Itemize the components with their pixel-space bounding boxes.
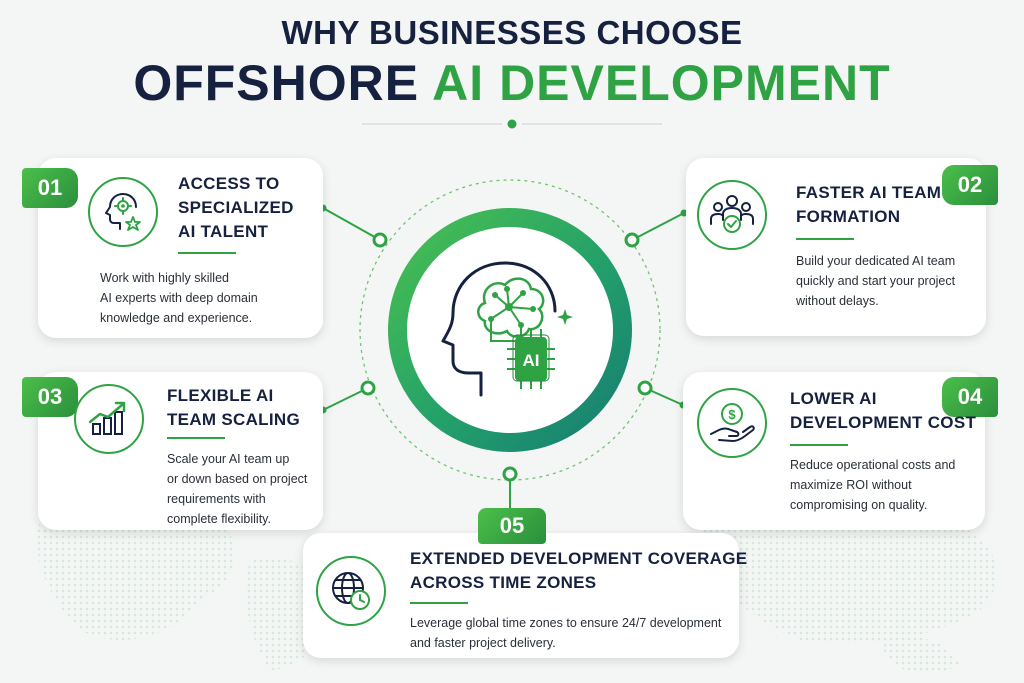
headline-ai-development: AI DEVELOPMENT bbox=[432, 55, 891, 111]
card-04-underline bbox=[790, 444, 848, 446]
badge-01: 01 bbox=[22, 168, 78, 208]
card-03-desc-line: requirements with bbox=[167, 492, 266, 506]
headline-line-2: OFFSHORE AI DEVELOPMENT bbox=[0, 54, 1024, 112]
card-01-desc-line: Work with highly skilled bbox=[100, 271, 229, 285]
card-05-title-line: EXTENDED DEVELOPMENT COVERAGE bbox=[410, 549, 748, 568]
card-02-desc-line: Build your dedicated AI team bbox=[796, 254, 956, 268]
card-05-desc-line: and faster project delivery. bbox=[410, 636, 556, 650]
headline-offshore: OFFSHORE bbox=[133, 55, 420, 111]
card-05-title-line: ACROSS TIME ZONES bbox=[410, 573, 597, 592]
globe-clock-icon bbox=[316, 556, 386, 626]
svg-text:$: $ bbox=[728, 407, 736, 422]
card-03-desc-line: or down based on project bbox=[167, 472, 308, 486]
badge-02: 02 bbox=[942, 165, 998, 205]
chip-label: AI bbox=[523, 351, 540, 370]
card-02-title-line: FASTER AI TEAM bbox=[796, 183, 942, 202]
badge-03: 03 bbox=[22, 377, 78, 417]
card-01-desc-line: knowledge and experience. bbox=[100, 311, 253, 325]
connector-node-03 bbox=[360, 380, 376, 396]
head-gear-star-icon bbox=[88, 177, 158, 247]
card-03-description: Scale your AI team up or down based on p… bbox=[167, 449, 307, 529]
growth-chart-icon bbox=[74, 384, 144, 454]
card-04-desc-line: maximize ROI without bbox=[790, 478, 912, 492]
headline-line-1: WHY BUSINESSES CHOOSE bbox=[281, 14, 743, 51]
card-01-title-line: SPECIALIZED bbox=[178, 198, 294, 217]
card-01-title: ACCESS TO SPECIALIZED AI TALENT bbox=[178, 172, 294, 244]
card-03-title-line: TEAM SCALING bbox=[167, 410, 300, 429]
badge-05: 05 bbox=[478, 508, 546, 544]
connector-node-02 bbox=[624, 232, 640, 248]
card-03-desc-line: Scale your AI team up bbox=[167, 452, 290, 466]
dashed-orbit-ring bbox=[359, 179, 661, 481]
brain-head-ai-icon: AI bbox=[441, 261, 573, 397]
card-01-description: Work with highly skilled AI experts with… bbox=[100, 268, 258, 328]
card-04-title-line: DEVELOPMENT COST bbox=[790, 413, 977, 432]
badge-04: 04 bbox=[942, 377, 998, 417]
card-04-desc-line: Reduce operational costs and bbox=[790, 458, 956, 472]
card-04-title: LOWER AI DEVELOPMENT COST bbox=[790, 387, 976, 435]
card-05-desc-line: Leverage global time zones to ensure 24/… bbox=[410, 616, 722, 630]
card-04-description: Reduce operational costs and maximize RO… bbox=[790, 455, 955, 515]
card-03-desc-line: complete flexibility. bbox=[167, 512, 271, 526]
card-specialized-talent bbox=[38, 158, 323, 338]
card-03-title: FLEXIBLE AI TEAM SCALING bbox=[167, 384, 300, 432]
team-check-icon bbox=[697, 180, 767, 250]
card-02-description: Build your dedicated AI team quickly and… bbox=[796, 251, 955, 311]
card-04-desc-line: compromising on quality. bbox=[790, 498, 928, 512]
connector-node-04 bbox=[637, 380, 653, 396]
card-02-title-line: FORMATION bbox=[796, 207, 901, 226]
card-01-title-line: AI TALENT bbox=[178, 222, 269, 241]
card-02-title: FASTER AI TEAM FORMATION bbox=[796, 181, 941, 229]
connector-node-01 bbox=[372, 232, 388, 248]
connector-node-05 bbox=[502, 466, 518, 482]
card-05-underline bbox=[410, 602, 468, 604]
card-03-underline bbox=[167, 437, 225, 439]
card-02-desc-line: without delays. bbox=[796, 294, 879, 308]
hand-dollar-coin-icon: $ bbox=[697, 388, 767, 458]
title-divider bbox=[362, 119, 662, 129]
card-02-underline bbox=[796, 238, 854, 240]
card-03-title-line: FLEXIBLE AI bbox=[167, 386, 274, 405]
card-01-underline bbox=[178, 252, 236, 254]
card-04-title-line: LOWER AI bbox=[790, 389, 877, 408]
card-01-title-line: ACCESS TO bbox=[178, 174, 280, 193]
card-02-desc-line: quickly and start your project bbox=[796, 274, 956, 288]
center-disc bbox=[407, 227, 613, 433]
card-05-description: Leverage global time zones to ensure 24/… bbox=[410, 613, 721, 653]
card-01-desc-line: AI experts with deep domain bbox=[100, 291, 258, 305]
card-05-title: EXTENDED DEVELOPMENT COVERAGE ACROSS TIM… bbox=[410, 547, 747, 595]
